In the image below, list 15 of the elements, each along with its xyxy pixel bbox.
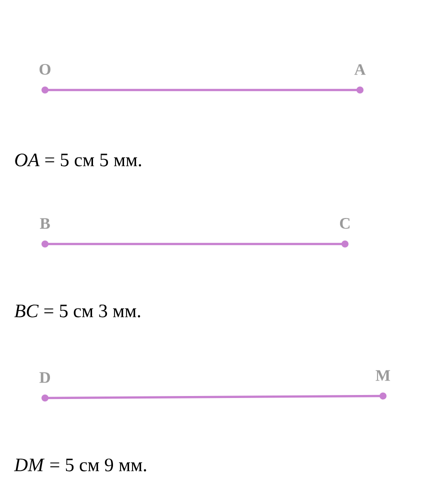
node-label: A [354, 64, 366, 75]
node-label: M [376, 370, 390, 381]
measurement: DM = 5 см 9 мм. [14, 458, 146, 472]
point: A [354, 64, 366, 94]
point: B [40, 218, 50, 248]
point: M [376, 370, 390, 400]
point: C [340, 218, 350, 248]
measurement: BC = 5 см 3 мм. [14, 304, 140, 318]
node-label: D [40, 372, 50, 383]
measurement: OA = 5 см 5 мм. [15, 154, 142, 166]
point: O [40, 64, 50, 94]
node-label: O [40, 64, 50, 75]
node-label: B [40, 218, 50, 229]
node-label: C [340, 218, 350, 229]
point: D [40, 372, 50, 402]
